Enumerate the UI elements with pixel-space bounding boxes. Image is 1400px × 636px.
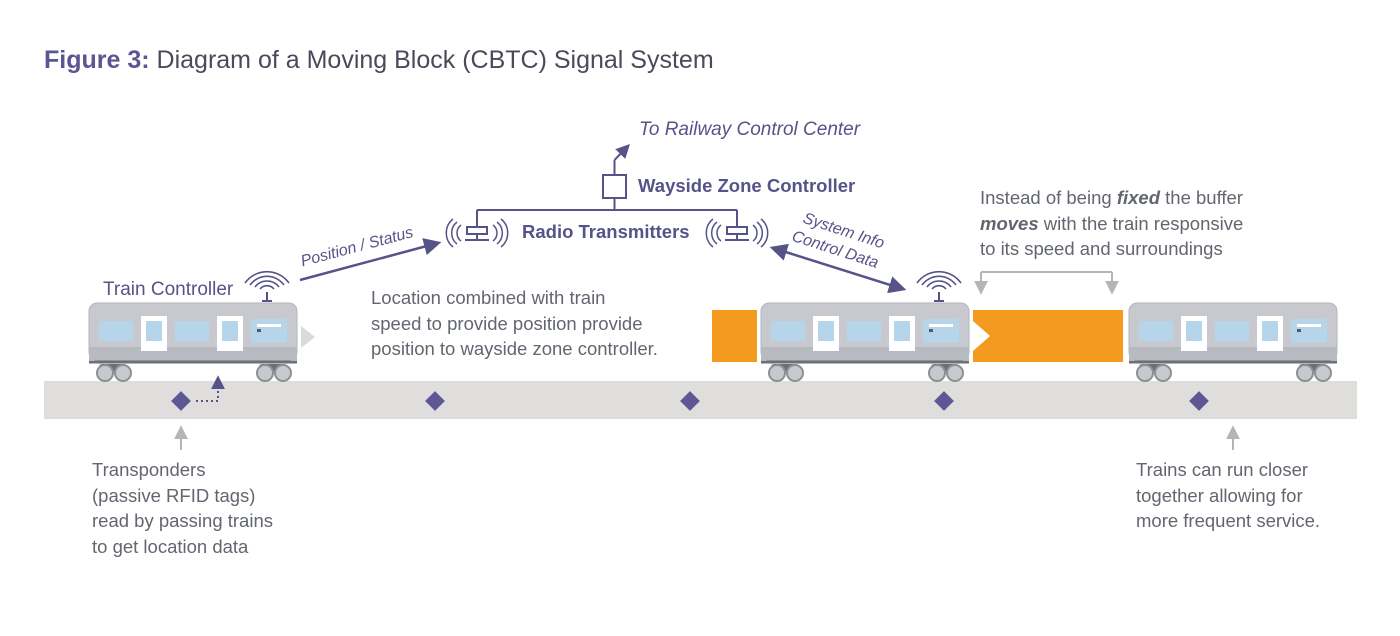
buffer-note-line-2: moves with the train responsive (980, 212, 1244, 234)
transponder-note-line: (passive RFID tags) (92, 484, 256, 506)
train-2 (759, 301, 971, 383)
radio-transmitter-icon-left (445, 218, 509, 248)
transponder-1 (171, 391, 191, 411)
closer-trains-note-line: Trains can run closer (1136, 459, 1309, 480)
train-controller-label: Train Controller (103, 279, 234, 300)
train-1-direction-marker (301, 326, 315, 348)
train-3 (1127, 301, 1339, 383)
radio-transmitter-icon-right (705, 218, 769, 248)
antenna-icon-train-2 (916, 270, 962, 302)
position-status-arrow (299, 238, 442, 282)
buffer-note-line-1: Instead of being fixed the buffer (980, 187, 1243, 208)
moving-buffer-notch (973, 321, 990, 351)
location-note: Location combined with train speed to pr… (371, 285, 658, 362)
moving-buffer-block (973, 310, 1123, 362)
radio-transmitters-label: Radio Transmitters (522, 221, 690, 242)
closer-trains-note-line: more frequent service. (1136, 510, 1321, 531)
figure-title-text: Diagram of a Moving Block (CBTC) Signal … (156, 46, 714, 74)
buffer-bracket (974, 271, 1119, 295)
wayside-controller-label: Wayside Zone Controller (638, 175, 856, 196)
system-info-arrow (769, 243, 907, 294)
location-note-line: Location combined with train (371, 287, 606, 308)
buffer-note: Instead of being fixed the buffer moves … (980, 185, 1243, 262)
transponder-5 (1189, 391, 1209, 411)
buffer-front-block (712, 310, 757, 362)
closer-trains-note: Trains can run closer together allowing … (1136, 457, 1320, 534)
transponder-note-line: read by passing trains (92, 510, 273, 531)
location-note-line: speed to provide position provide (371, 312, 643, 334)
train-1 (87, 301, 299, 383)
transponder-2 (425, 391, 445, 411)
wayside-network (476, 143, 738, 222)
figure-title: Figure 3: Diagram of a Moving Block (CBT… (44, 46, 714, 75)
transponder-note: Transponders (passive RFID tags) read by… (92, 457, 273, 559)
transponder-note-line: Transponders (92, 459, 206, 480)
rfid-read-arrow (196, 375, 225, 402)
transponder-note-line: to get location data (92, 535, 249, 557)
wayside-controller-box (602, 174, 627, 199)
antenna-icon-train-1 (244, 270, 290, 302)
figure-number: Figure 3: (44, 46, 150, 74)
track (44, 381, 1357, 419)
transponders (171, 391, 1209, 411)
buffer-note-line-3: to its speed and surroundings (980, 238, 1223, 259)
closer-trains-note-line: together allowing for (1136, 484, 1303, 506)
transponder-4 (934, 391, 954, 411)
transponder-3 (680, 391, 700, 411)
control-center-label: To Railway Control Center (639, 119, 861, 140)
location-note-line: position to wayside zone controller. (371, 338, 658, 359)
